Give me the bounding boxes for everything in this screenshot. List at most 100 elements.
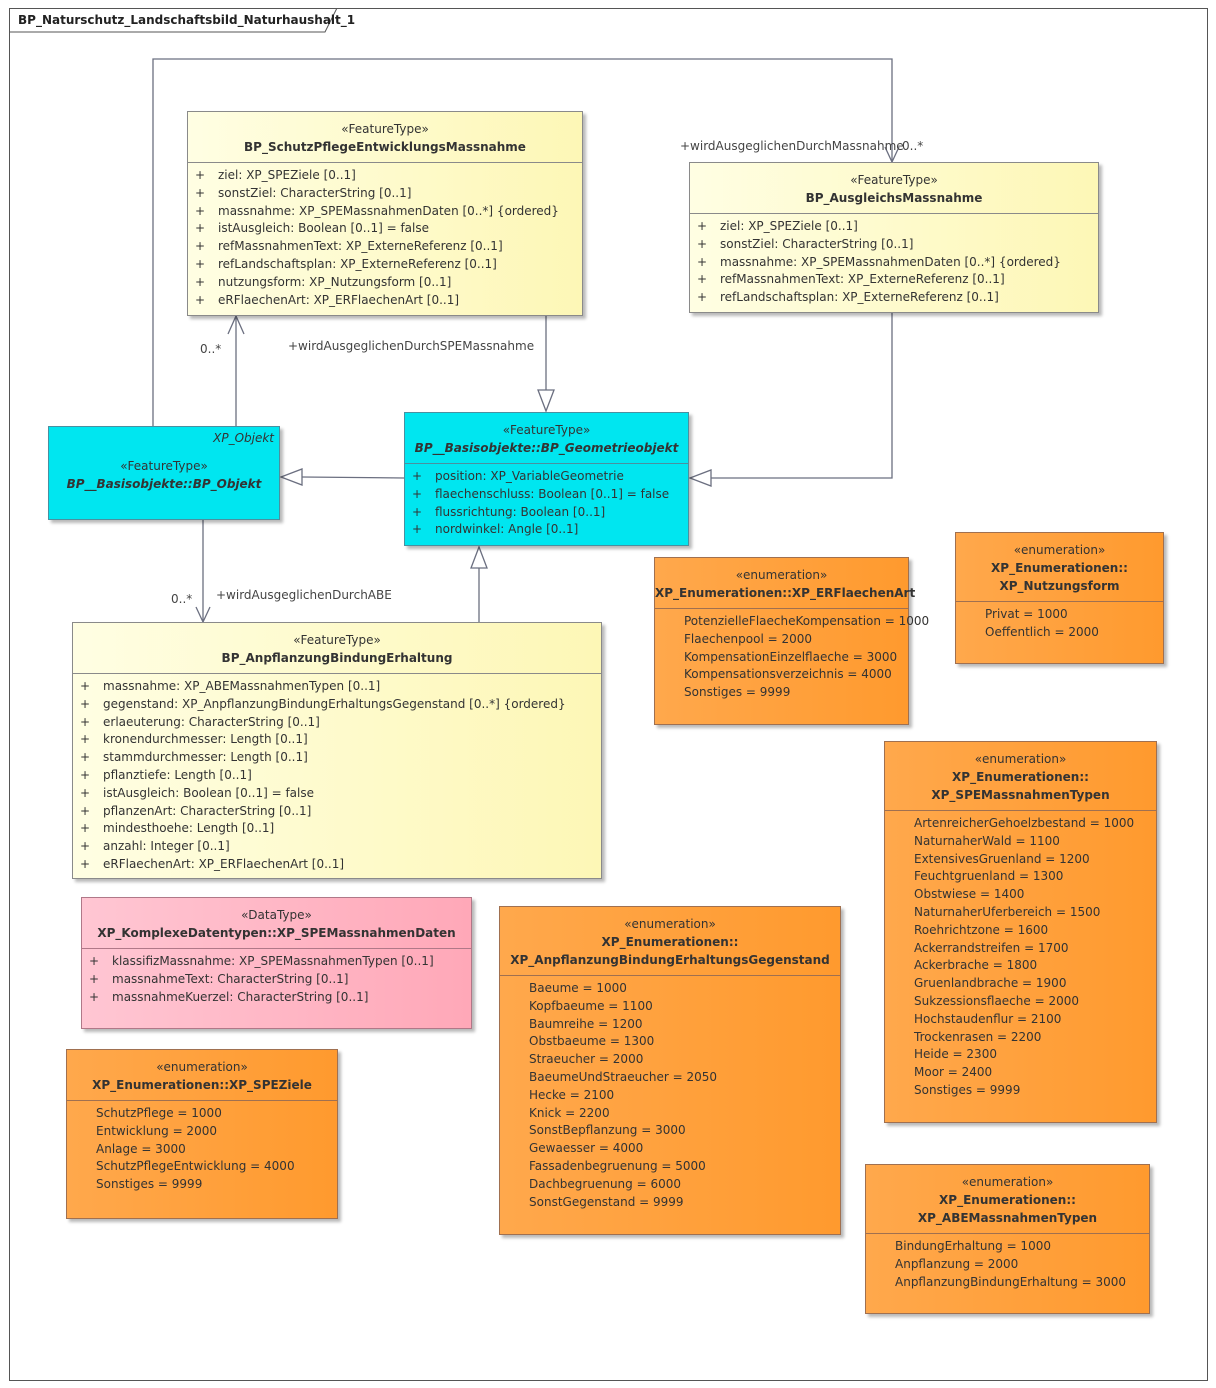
gen-geometrie-objekt [301,476,405,479]
enum-literal: NaturnaherUferbereich = 1500 [914,904,1101,919]
attribute: klassifizMassnahme: XP_SPEMassnahmenType… [82,953,471,971]
enum-spe-ziele[interactable]: «enumeration» XP_Enumerationen::XP_SPEZi… [66,1049,338,1219]
gen-arrow-spe [537,389,555,413]
enum-literal: KompensationEinzelflaeche = 3000 [684,649,898,664]
enum-literal: Hecke = 2100 [529,1087,615,1102]
enum-nutzungsform[interactable]: «enumeration» XP_Enumerationen:: XP_Nutz… [955,532,1164,664]
enum-literal: BindungErhaltung = 1000 [895,1239,1051,1253]
enum-literal: Moor = 2400 [914,1065,993,1080]
class-ausgleichs-massnahme[interactable]: «FeatureType» BP_AusgleichsMassnahme zie… [689,162,1099,313]
attribute-list: ziel: XP_SPEZiele [0..1]sonstZiel: Chara… [690,214,1098,307]
enum-literal: SchutzPflegeEntwicklung = 4000 [96,1159,295,1174]
role-abe: +wirdAusgeglichenDurchABE [216,588,392,602]
class-name: BP_AusgleichsMassnahme [805,191,983,205]
attribute: pflanztiefe: Length [0..1] [73,767,601,785]
attribute: eRFlaechenArt: XP_ERFlaechenArt [0..1] [188,292,582,310]
class-name: XP_Nutzungsform [999,579,1120,593]
enum-literal: Obstwiese = 1400 [914,887,1025,902]
enum-literal: Sonstiges = 9999 [96,1177,203,1192]
datatype-spe-massnahmen-daten[interactable]: «DataType» XP_KomplexeDatentypen::XP_SPE… [81,897,472,1029]
enum-spe-massnahmen-typen[interactable]: «enumeration» XP_Enumerationen:: XP_SPEM… [884,741,1157,1123]
role-spe: +wirdAusgeglichenDurchSPEMassnahme [288,339,535,353]
enum-literal: NaturnaherWald = 1100 [914,833,1060,848]
attribute: massnahmeKuerzel: CharacterString [0..1] [82,989,471,1007]
stereotype: «enumeration» [624,917,716,931]
attribute: massnahmeText: CharacterString [0..1] [82,971,471,989]
attribute: erlaeuterung: CharacterString [0..1] [73,714,601,732]
attribute: mindesthoehe: Length [0..1] [73,820,601,838]
enum-abe-massnahmen-typen[interactable]: «enumeration» XP_Enumerationen:: XP_ABEM… [865,1164,1150,1314]
enum-literal: ExtensivesGruenland = 1200 [914,851,1090,866]
attribute: ziel: XP_SPEZiele [0..1] [690,218,1098,236]
enum-literal: Anpflanzung = 2000 [895,1256,1019,1271]
enum-literal: Hochstaudenflur = 2100 [914,1011,1062,1026]
class-name-package: XP_Enumerationen:: [991,561,1128,575]
gen-ausgleich-geometrie [711,313,893,479]
attribute: massnahme: XP_SPEMassnahmenDaten [0..*] … [188,203,582,221]
attribute: pflanzenArt: CharacterString [0..1] [73,803,601,821]
enum-literal: Sukzessionsflaeche = 2000 [914,993,1079,1008]
enum-literal: Straeucher = 2000 [529,1052,644,1067]
enum-literal: Gruenlandbrache = 1900 [914,976,1067,991]
gen-arrow-ausgleich [688,469,712,487]
class-name: BP_AnpflanzungBindungErhaltung [221,651,453,665]
enum-literal: Heide = 2300 [914,1047,997,1062]
enum-literal: Ackerbrache = 1800 [914,958,1038,973]
class-name-package: XP_Enumerationen:: [952,770,1089,784]
stereotype: «enumeration» [156,1060,248,1074]
diagram-frame [9,8,1208,1381]
attribute-list: ziel: XP_SPEZiele [0..1]sonstZiel: Chara… [188,163,582,309]
diagram-title: BP_Naturschutz_Landschaftsbild_Naturhaus… [18,13,356,27]
role-ausgleich: +wirdAusgeglichenDurchMassnahme [680,139,904,153]
attribute: kronendurchmesser: Length [0..1] [73,731,601,749]
enum-literal: Kopfbaeume = 1100 [529,998,653,1013]
enum-literal: Privat = 1000 [985,607,1068,621]
attribute: refLandschaftsplan: XP_ExterneReferenz [… [690,289,1098,307]
enum-anpflanzung-gegenstand[interactable]: «enumeration» XP_Enumerationen:: XP_Anpf… [499,906,841,1235]
class-bp-geometrieobjekt[interactable]: «FeatureType» BP__Basisobjekte::BP_Geome… [404,412,689,546]
attribute: flussrichtung: Boolean [0..1] [405,504,688,522]
diagram-frame-tab: BP_Naturschutz_Landschaftsbild_Naturhaus… [9,8,355,33]
parent-class-label: XP_Objekt [213,431,274,445]
stereotype: «enumeration» [961,1175,1054,1189]
class-name: BP__Basisobjekte::BP_Objekt [66,477,262,491]
attribute: istAusgleich: Boolean [0..1] = false [73,785,601,803]
class-name: BP_SchutzPflegeEntwicklungsMassnahme [244,140,526,154]
attribute-list: massnahme: XP_ABEMassnahmenTypen [0..1]g… [73,674,601,874]
class-name: XP_SPEMassnahmenTypen [931,788,1110,802]
stereotype: «enumeration» [974,752,1067,766]
enum-literal: Dachbegruenung = 6000 [529,1176,681,1191]
stereotype: «FeatureType» [120,459,208,473]
gen-arrow-abe [470,545,488,569]
enum-literal: Fassadenbegruenung = 5000 [529,1158,706,1173]
class-anpflanzung-bindung-erhaltung[interactable]: «FeatureType» BP_AnpflanzungBindungErhal… [72,622,602,879]
enum-literal: Sonstiges = 9999 [914,1082,1021,1097]
class-bp-objekt[interactable]: XP_Objekt «FeatureType» BP__Basisobjekte… [48,426,280,520]
class-name-package: XP_Enumerationen:: [601,935,739,949]
enum-literal: Roehrichtzone = 1600 [914,922,1049,937]
attribute: massnahme: XP_ABEMassnahmenTypen [0..1] [73,678,601,696]
class-name: XP_ABEMassnahmenTypen [917,1211,1098,1225]
attribute: ziel: XP_SPEZiele [0..1] [188,167,582,185]
class-schutzpflege-massnahme[interactable]: «FeatureType» BP_SchutzPflegeEntwicklung… [187,111,583,316]
stereotype: «DataType» [241,908,312,922]
attribute-list: klassifizMassnahme: XP_SPEMassnahmenType… [82,949,471,1006]
enum-literal: Oeffentlich = 2000 [985,624,1099,639]
class-name: XP_KomplexeDatentypen::XP_SPEMassnahmenD… [97,926,456,940]
class-name-package: XP_Enumerationen:: [939,1193,1076,1207]
mult-ausgleich: 0..* [902,139,924,153]
attribute: refMassnahmenText: XP_ExterneReferenz [0… [188,238,582,256]
attribute: istAusgleich: Boolean [0..1] = false [188,220,582,238]
stereotype: «FeatureType» [293,633,381,647]
attribute: position: XP_VariableGeometrie [405,468,688,486]
attribute: flaechenschluss: Boolean [0..1] = false [405,486,688,504]
enum-literal: Anlage = 3000 [96,1141,186,1156]
enum-er-flaechen-art[interactable]: «enumeration» XP_Enumerationen::XP_ERFla… [654,557,930,725]
attribute-list: position: XP_VariableGeometrieflaechensc… [405,464,688,539]
enum-literal: PotenzielleFlaecheKompensation = 1000 [684,614,930,628]
